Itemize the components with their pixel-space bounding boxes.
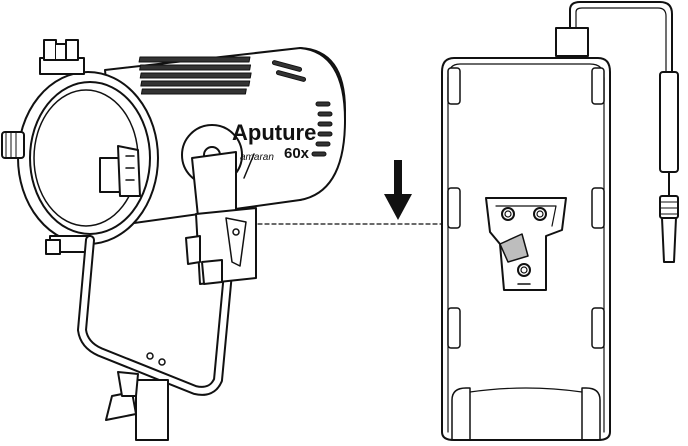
top-lock: [39, 39, 85, 75]
side-grille: [271, 60, 333, 157]
cable-connector: [659, 71, 679, 263]
top-grille: [138, 56, 252, 95]
light-fixture: Aputure amaran 60x: [1, 39, 346, 441]
brand-logo-text: Aputure: [232, 120, 316, 145]
model-text: 60x: [284, 145, 310, 162]
arrow-down-icon: [384, 160, 412, 220]
plate-foot-left: [451, 387, 471, 441]
left-knob: [1, 131, 25, 159]
v-mount-receiver: [485, 197, 567, 291]
side-clip: [99, 145, 141, 197]
plate-foot-right: [581, 387, 601, 441]
battery-adapter-plate: [441, 1, 679, 441]
stand-spigot: [105, 371, 169, 441]
power-cable: [569, 1, 673, 73]
brand-bolt-icon: [243, 153, 255, 179]
yoke-battery-plate: [185, 207, 257, 285]
plate-slots: [447, 67, 605, 349]
bottom-lock: [45, 235, 91, 255]
series-text: amaran: [240, 152, 274, 163]
